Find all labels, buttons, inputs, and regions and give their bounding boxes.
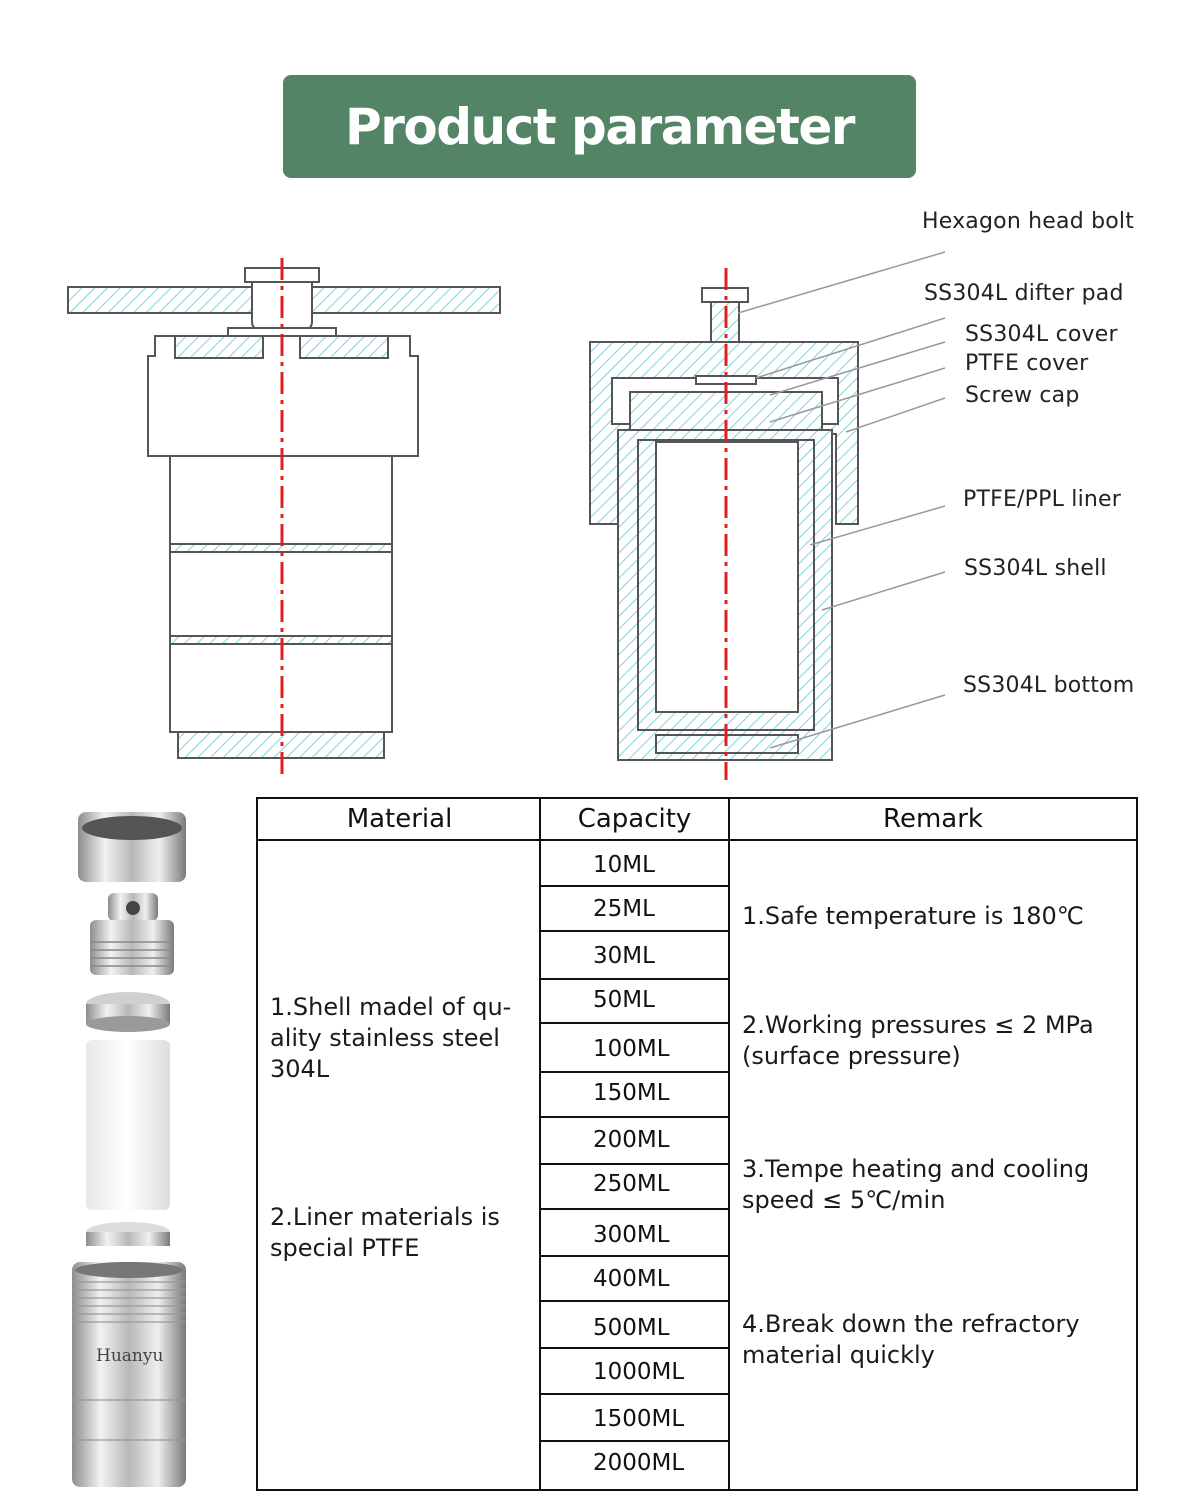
row-divider	[541, 1393, 728, 1395]
product-photo: Huanyu	[72, 812, 186, 1487]
capacity-cell: 30ML	[593, 943, 655, 969]
remark-4: 4.Break down the refractory material qui…	[742, 1310, 1080, 1369]
callout-ss-cover: SS304L cover	[965, 322, 1118, 347]
row-divider	[541, 978, 728, 980]
page-title: Product parameter	[345, 97, 855, 156]
column-divider	[539, 799, 541, 1489]
row-divider	[541, 1440, 728, 1442]
callout-bottom: SS304L bottom	[963, 673, 1135, 698]
row-divider	[541, 1300, 728, 1302]
capacity-cell: 1000ML	[593, 1359, 685, 1385]
capacity-cell: 150ML	[593, 1080, 670, 1106]
capacity-cell: 25ML	[593, 896, 655, 922]
row-divider	[541, 885, 728, 887]
row-divider	[541, 1022, 728, 1024]
capacity-cell: 400ML	[593, 1266, 670, 1292]
row-divider	[541, 1163, 728, 1165]
callout-liner: PTFE/PPL liner	[963, 487, 1122, 512]
remark-2: 2.Working pressures ≤ 2 MPa (surface pre…	[742, 1011, 1094, 1070]
callout-hexagon-head-bolt: Hexagon head bolt	[922, 209, 1135, 234]
brand-mark: Huanyu	[96, 1346, 163, 1366]
callout-screw-cap: Screw cap	[965, 383, 1080, 408]
header-capacity: Capacity	[577, 804, 692, 834]
callout-shell: SS304L shell	[964, 556, 1107, 581]
material-note-2: 2.Liner materials is special PTFE	[270, 1203, 500, 1262]
row-divider	[541, 1255, 728, 1257]
row-divider	[541, 930, 728, 932]
capacity-cell: 100ML	[593, 1036, 670, 1062]
callout-difter-pad: SS304L difter pad	[924, 281, 1124, 306]
remark-3: 3.Tempe heating and cooling speed ≤ 5℃/m…	[742, 1155, 1090, 1214]
capacity-cell: 200ML	[593, 1127, 670, 1153]
header-remark: Remark	[883, 804, 983, 834]
header-material: Material	[346, 804, 453, 834]
capacity-cell: 50ML	[593, 987, 655, 1013]
capacity-cell: 1500ML	[593, 1406, 685, 1432]
header-divider	[258, 839, 1136, 841]
spec-table: Material Capacity Remark 1.Shell madel o…	[256, 797, 1138, 1491]
material-note-1: 1.Shell madel of qu- ality stainless ste…	[270, 993, 512, 1083]
remark-1: 1.Safe temperature is 180℃	[742, 902, 1084, 930]
leader-lines	[737, 251, 946, 749]
capacity-cell: 300ML	[593, 1222, 670, 1248]
external-view	[67, 267, 501, 759]
row-divider	[541, 1208, 728, 1210]
autoclave-diagram	[67, 251, 946, 780]
row-divider	[541, 1071, 728, 1073]
callout-ptfe-cover: PTFE cover	[965, 351, 1089, 376]
row-divider	[541, 1347, 728, 1349]
capacity-cell: 500ML	[593, 1315, 670, 1341]
title-banner: Product parameter	[283, 75, 916, 178]
capacity-cell: 2000ML	[593, 1450, 685, 1476]
capacity-cell: 10ML	[593, 852, 655, 878]
capacity-cell: 250ML	[593, 1171, 670, 1197]
row-divider	[541, 1116, 728, 1118]
column-divider	[728, 799, 730, 1489]
